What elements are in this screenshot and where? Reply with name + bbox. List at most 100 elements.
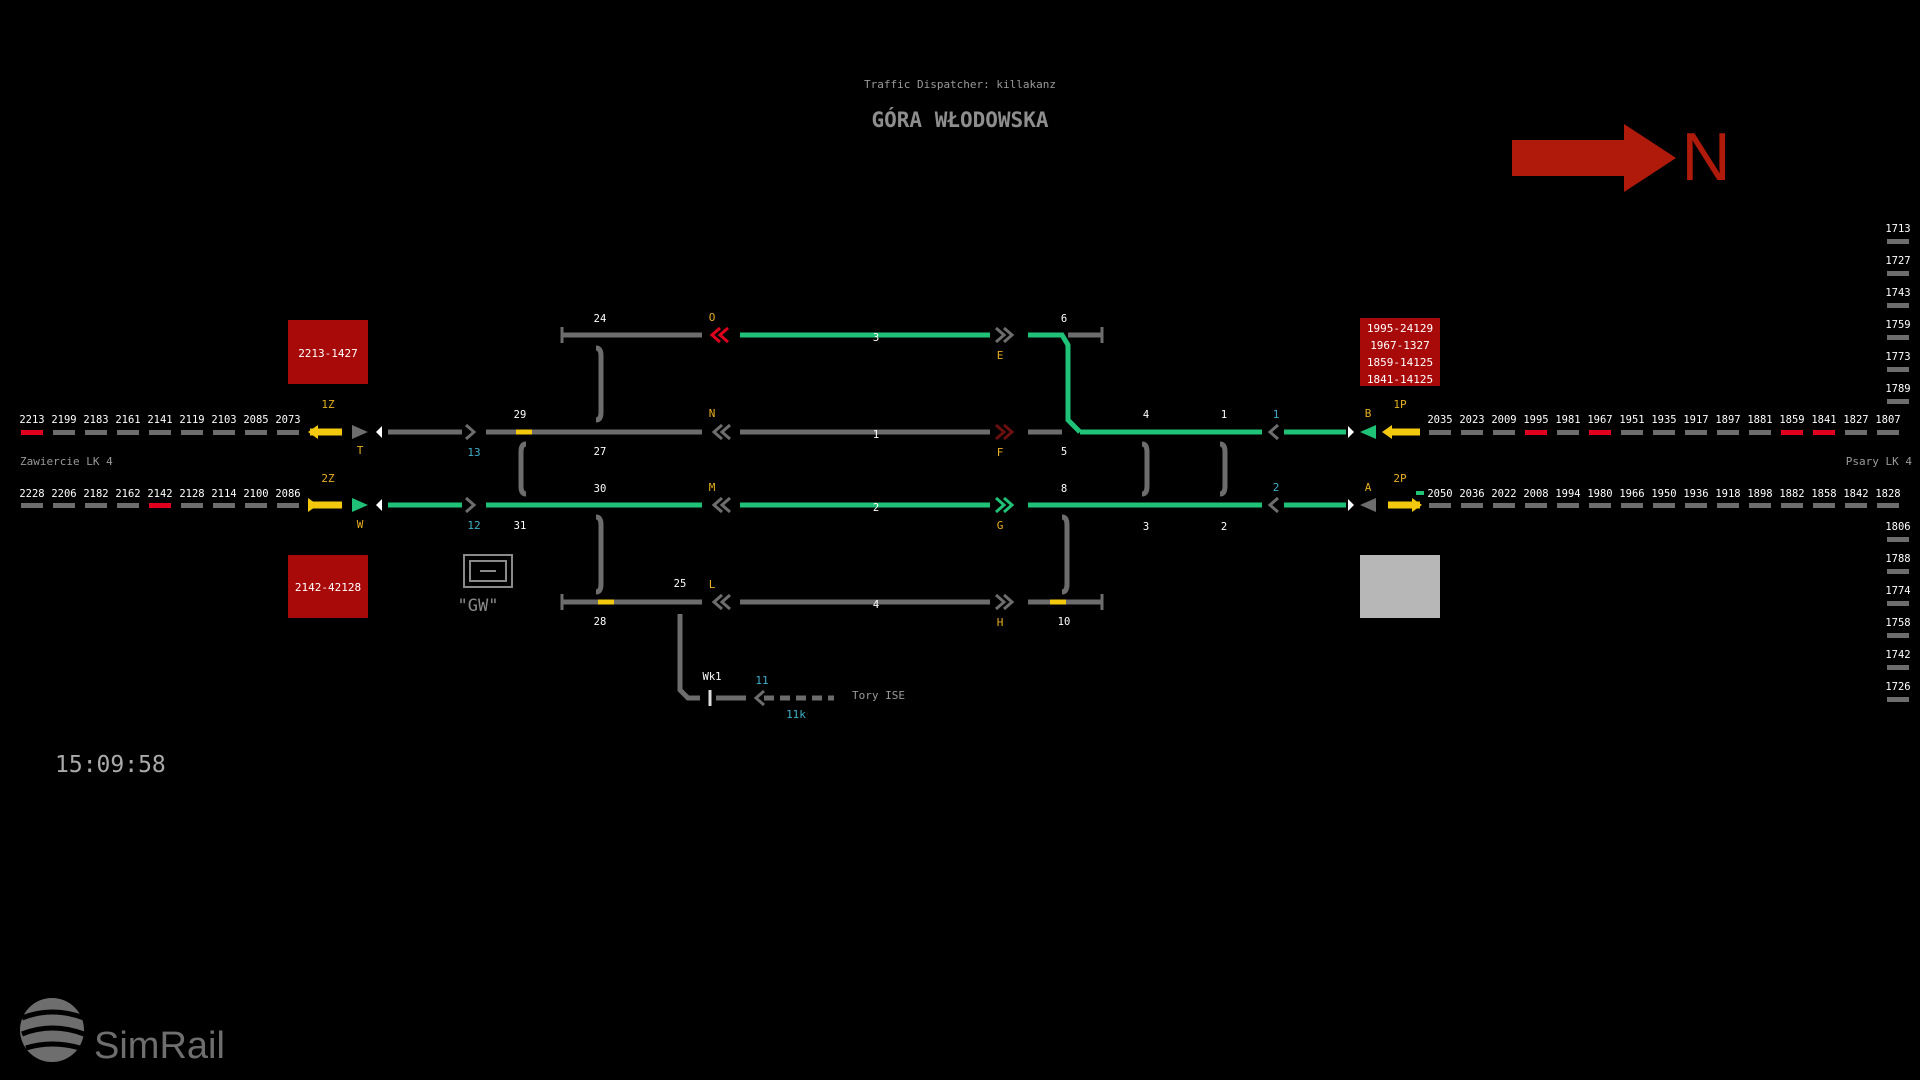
block-segment[interactable] xyxy=(1621,430,1643,435)
signal-O[interactable]: O xyxy=(709,311,716,324)
switch-2[interactable]: 2 xyxy=(1221,521,1227,533)
train-box-right-top[interactable] xyxy=(1360,318,1440,386)
block-segment[interactable] xyxy=(21,503,43,508)
block-segment[interactable] xyxy=(181,430,203,435)
signal-B[interactable]: B xyxy=(1365,407,1372,420)
block-segment[interactable] xyxy=(1557,430,1579,435)
block-segment[interactable] xyxy=(1429,430,1451,435)
block-segment[interactable] xyxy=(1887,569,1909,574)
block-segment[interactable] xyxy=(1493,430,1515,435)
block-segment[interactable] xyxy=(1589,430,1611,435)
block-segment[interactable] xyxy=(1887,633,1909,638)
siding-label: Tory ISE xyxy=(852,689,905,702)
block-segment[interactable] xyxy=(277,430,299,435)
buffer-stops xyxy=(560,327,1104,706)
block-segment[interactable] xyxy=(245,503,267,508)
block-segment[interactable] xyxy=(149,430,171,435)
signal-A[interactable]: A xyxy=(1365,481,1372,494)
block-segment[interactable] xyxy=(1525,503,1547,508)
block-segment[interactable] xyxy=(1621,503,1643,508)
switch-29[interactable]: 29 xyxy=(514,409,527,421)
block-segment[interactable] xyxy=(1813,503,1835,508)
block-segment[interactable] xyxy=(1887,537,1909,542)
block-segment[interactable] xyxy=(1887,697,1909,702)
block-segment[interactable] xyxy=(1813,430,1835,435)
train-box-left-bottom[interactable] xyxy=(288,555,368,618)
train-box-right-line: 1841-14125 xyxy=(1367,373,1433,386)
block-segment[interactable] xyxy=(1887,367,1909,372)
block-segment[interactable] xyxy=(213,503,235,508)
block-segment[interactable] xyxy=(1887,239,1909,244)
block-segment[interactable] xyxy=(1749,503,1771,508)
switch-4[interactable]: 4 xyxy=(1143,409,1149,421)
block-segment[interactable] xyxy=(1589,503,1611,508)
switch-10[interactable]: 10 xyxy=(1058,616,1071,628)
signal-W[interactable]: W xyxy=(357,518,364,531)
block-segment[interactable] xyxy=(1887,335,1909,340)
block-segment[interactable] xyxy=(1887,665,1909,670)
block-segment[interactable] xyxy=(1461,503,1483,508)
switch-3[interactable]: 3 xyxy=(1143,521,1149,533)
block-segment[interactable] xyxy=(1717,503,1739,508)
signal-G[interactable]: G xyxy=(997,519,1004,532)
switch-1[interactable]: 1 xyxy=(1221,409,1227,421)
block-segment[interactable] xyxy=(1429,503,1451,508)
block-segment[interactable] xyxy=(1887,271,1909,276)
signal-F[interactable]: F xyxy=(997,446,1004,459)
signal-E[interactable]: E xyxy=(997,349,1004,362)
block-segment[interactable] xyxy=(1749,430,1771,435)
block-segment[interactable] xyxy=(117,503,139,508)
block-segment[interactable] xyxy=(53,430,75,435)
block-segment[interactable] xyxy=(1717,430,1739,435)
block-segment[interactable] xyxy=(1845,430,1867,435)
block-segment[interactable] xyxy=(181,503,203,508)
block-segment[interactable] xyxy=(277,503,299,508)
switch-6[interactable]: 6 xyxy=(1061,313,1067,325)
train-box-left-top[interactable] xyxy=(288,320,368,384)
switch-25[interactable]: 25 xyxy=(674,578,687,590)
block-segment[interactable] xyxy=(1525,430,1547,435)
switch-28[interactable]: 28 xyxy=(594,616,607,628)
block-segment[interactable] xyxy=(1461,430,1483,435)
block-segment[interactable] xyxy=(1685,430,1707,435)
block-segment[interactable] xyxy=(1781,503,1803,508)
block-segment[interactable] xyxy=(1493,503,1515,508)
station-title: GÓRA WŁODOWSKA xyxy=(871,107,1048,132)
block-segment[interactable] xyxy=(1887,399,1909,404)
block-segment[interactable] xyxy=(1557,503,1579,508)
switch-31[interactable]: 31 xyxy=(514,520,527,532)
block-label: 1727 xyxy=(1885,255,1910,267)
signal-M[interactable]: M xyxy=(709,481,716,494)
block-segment[interactable] xyxy=(117,430,139,435)
block-segment[interactable] xyxy=(85,503,107,508)
block-segment[interactable] xyxy=(21,430,43,435)
switch-24[interactable]: 24 xyxy=(594,313,607,325)
block-segment[interactable] xyxy=(1653,503,1675,508)
block-segment[interactable] xyxy=(149,503,171,508)
block-segment[interactable] xyxy=(1877,503,1899,508)
block-segment[interactable] xyxy=(1887,303,1909,308)
signal-N[interactable]: N xyxy=(709,407,716,420)
block-segment[interactable] xyxy=(1845,503,1867,508)
route-1z: 1Z xyxy=(321,398,335,411)
block-segment[interactable] xyxy=(1877,430,1899,435)
switch-5[interactable]: 5 xyxy=(1061,446,1067,458)
switch-30[interactable]: 30 xyxy=(594,483,607,495)
block-segment[interactable] xyxy=(1685,503,1707,508)
block-segment[interactable] xyxy=(1887,601,1909,606)
signal-L[interactable]: L xyxy=(709,578,716,591)
signal-H[interactable]: H xyxy=(997,616,1004,629)
signal-T[interactable]: T xyxy=(357,444,364,457)
block-segment[interactable] xyxy=(245,430,267,435)
switch-27[interactable]: 27 xyxy=(594,446,607,458)
block-segment[interactable] xyxy=(1653,430,1675,435)
block-segment[interactable] xyxy=(85,430,107,435)
switch-8[interactable]: 8 xyxy=(1061,483,1067,495)
cyan-11k: 11k xyxy=(786,708,806,721)
block-label: 1842 xyxy=(1843,488,1868,500)
block-segment[interactable] xyxy=(213,430,235,435)
block-label: 2199 xyxy=(51,414,76,426)
block-segment[interactable] xyxy=(1781,430,1803,435)
block-label: 2114 xyxy=(211,488,236,500)
block-segment[interactable] xyxy=(53,503,75,508)
